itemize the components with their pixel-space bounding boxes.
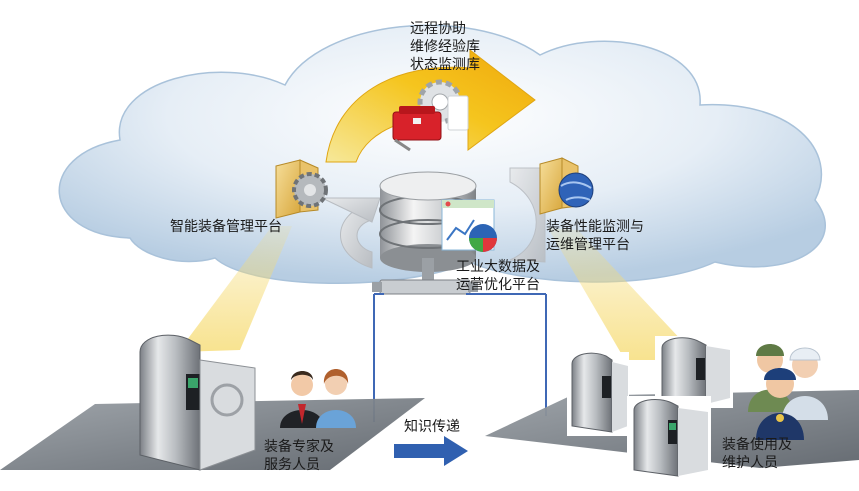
monitor-line-2: 运维管理平台 (546, 237, 630, 253)
experts-line-1: 装备专家及 (264, 439, 334, 455)
experts-line-2: 服务人员 (264, 457, 320, 473)
knowledge-text: 知识传递 (404, 419, 460, 435)
users-line-1: 装备使用及 (722, 437, 792, 453)
machine-icon (627, 396, 711, 480)
remote-services-label: 远程协助 维修经验库 状态监测库 (410, 20, 480, 74)
cloud (58, 24, 826, 285)
users-line-2: 维护人员 (722, 455, 778, 471)
knowledge-label: 知识传递 (404, 418, 460, 436)
bigdata-line-1: 工业大数据及 (456, 259, 540, 275)
folder-globe-icon (539, 157, 594, 215)
remote-line-1: 远程协助 (410, 21, 466, 37)
folder-gear-icon (275, 159, 328, 219)
smart-platform-label: 智能装备管理平台 (170, 218, 282, 236)
smart-platform-text: 智能装备管理平台 (170, 219, 282, 235)
chart-window-icon (441, 199, 497, 252)
toolbox-gear-icon (392, 79, 469, 152)
monitor-platform-label: 装备性能监测与 运维管理平台 (546, 218, 644, 254)
expert-people-icon (280, 369, 356, 428)
bigdata-line-2: 运营优化平台 (456, 277, 540, 293)
user-people-icon (748, 344, 828, 440)
experts-label: 装备专家及 服务人员 (264, 438, 334, 474)
remote-line-2: 维修经验库 (410, 39, 480, 55)
monitor-line-1: 装备性能监测与 (546, 219, 644, 235)
bigdata-platform-label: 工业大数据及 运营优化平台 (456, 258, 540, 294)
database-icon (372, 171, 478, 295)
machine-icon (139, 334, 256, 471)
knowledge-arrow (394, 436, 468, 466)
users-label: 装备使用及 维护人员 (722, 436, 792, 472)
machine-icon (567, 352, 629, 436)
machine-group-right (567, 336, 733, 480)
projection-beams (178, 226, 700, 360)
grey-cycle-arrow (321, 167, 546, 269)
remote-line-3: 状态监测库 (410, 57, 480, 73)
